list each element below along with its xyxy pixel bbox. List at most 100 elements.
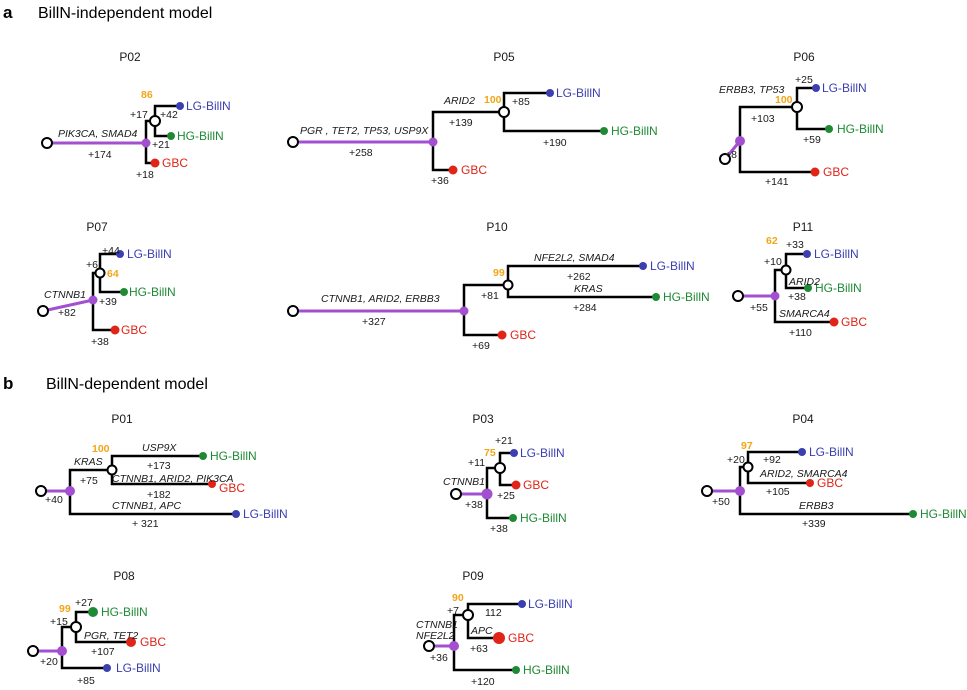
gbc-count: +141 [765,176,789,188]
inner-mutations: ERBB3, TP53 [719,84,785,96]
inner-node [106,464,118,476]
inner-count: +20 [727,454,745,466]
gbc-count: +107 [91,646,115,658]
lg-branch [60,651,107,670]
gbc-count: +25 [497,490,515,502]
bootstrap-value: 75 [484,447,496,459]
trunk-count: +38 [465,499,483,511]
gbc-leaf-label: GBC [523,478,549,492]
lg-leaf-dot [798,448,806,456]
patient-title: P10 [486,220,508,234]
bootstrap-value: 100 [775,94,793,106]
gbc-mutations: SMARCA4 [779,308,830,320]
gbc-leaf-dot [493,632,505,644]
inner-count: +15 [50,616,68,628]
trunk-branch [42,298,94,313]
lg-branch [795,86,816,107]
bootstrap-value: 86 [141,89,153,101]
lg-count: +85 [512,96,530,108]
lg-leaf-label: LG-BillN [186,99,231,113]
hg-leaf-label: HG-BillN [523,663,570,677]
hg-leaf-label: HG-BillN [177,129,224,143]
gbc-leaf-label: GBC [461,163,487,177]
inner-node [742,461,754,473]
hg-branch [452,646,516,672]
hg-leaf-dot [88,607,98,617]
hg-mutations: ARID2 [788,276,820,288]
hg-leaf-dot [652,293,660,301]
section-a-title: BillN-independent model [38,5,212,22]
gbc-leaf-label: GBC [219,481,245,495]
gbc-branch [738,141,815,174]
trunk-count: +82 [58,307,76,319]
hg-branch [98,273,124,294]
hg-branch [795,107,829,131]
trunk-mutations: PIK3CA, SMAD4 [58,128,138,140]
gbc-branch [773,296,834,324]
trunk-count: +50 [712,496,730,508]
gbc-leaf-label: GBC [508,631,534,645]
lg-count: +44 [102,245,120,257]
root-node [37,305,49,317]
gbc-leaf-label: GBC [817,476,843,490]
gbc-count: +69 [472,340,490,352]
hg-leaf-dot [120,288,128,296]
patient-title: P04 [792,412,814,426]
patient-title: P03 [472,412,494,426]
inner-node [494,462,506,474]
hg-count: +38 [788,291,806,303]
inner-branch [431,110,504,142]
tree-p06: P06 LG-BillN HG-BillN GBC 100 ERBB3, TP5… [719,50,884,188]
gbc-count: +36 [431,175,449,187]
inner-count: +17 [130,109,148,121]
lg-leaf-label: LG-BillN [809,445,854,459]
inner-mutations: ARID2 [443,95,475,107]
section-b-title: BillN-dependent model [46,376,208,393]
gbc-leaf-dot [810,167,820,177]
trunk-count: +174 [88,149,112,161]
lg-count: +25 [795,74,813,86]
lg-count: 112 [485,607,502,619]
lg-leaf-label: LG-BillN [127,247,172,261]
patient-title: P01 [111,412,133,426]
inner-count: +11 [468,457,485,469]
inner-count: +139 [449,117,473,129]
lg-leaf-label: LG-BillN [520,446,565,460]
lg-branch [98,252,120,273]
patient-title: P08 [113,569,135,583]
section-b-letter: b [3,374,13,393]
lg-leaf-dot [639,262,647,270]
patient-title: P06 [793,50,815,64]
gbc-leaf-label: GBC [121,323,147,337]
gbc-count: +18 [136,169,154,181]
gbc-leaf-dot [110,325,120,335]
lg-branch [502,91,550,112]
hg-leaf-label: HG-BillN [663,290,710,304]
trunk-count: +8 [725,149,737,161]
lg-leaf-label: LG-BillN [650,259,695,273]
trunk-count: +327 [362,316,386,328]
gbc-branch [91,300,115,332]
lg-mutations: CTNNB1, APC [112,500,181,512]
tree-p01: P01 HG-BillN GBC LG-BillN 100 KRAS +75 U… [35,412,288,530]
tree-p03: P03 LG-BillN GBC HG-BillN 75 +21 +11 CTN… [443,412,567,535]
gbc-leaf-dot [126,637,136,647]
hg-leaf-dot [509,514,517,522]
lg-leaf-dot [803,250,811,258]
inner-node [462,609,474,621]
lg-leaf-label: LG-BillN [243,507,288,521]
lg-leaf-label: LG-BillN [814,247,859,261]
hg-branch [784,270,808,290]
hg-count: +120 [471,676,495,688]
lg-branch [506,264,643,285]
gbc-mutations: APC [470,625,493,637]
trunk-node [65,486,75,496]
hg-leaf-label: HG-BillN [520,511,567,525]
root-node [719,153,731,165]
lg-leaf-dot [510,449,518,457]
hg-mutations: KRAS [574,283,603,295]
hg-count: +21 [152,139,170,151]
lg-leaf-dot [518,600,526,608]
root-node [287,305,299,317]
gbc-leaf-dot [150,158,160,168]
